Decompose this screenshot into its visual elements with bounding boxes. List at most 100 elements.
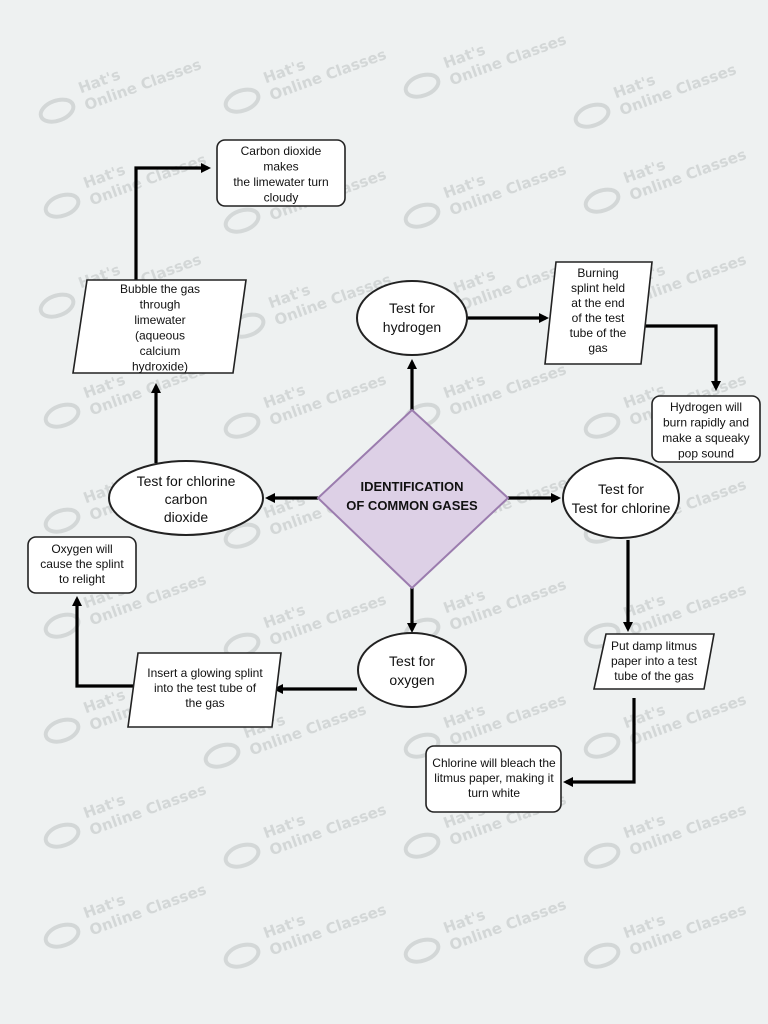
label-line: OF COMMON GASES	[346, 498, 478, 513]
label-line: to relight	[59, 572, 106, 586]
label-line: of the test	[572, 311, 625, 325]
watermark-logo-icon	[43, 822, 81, 849]
label-line: oxygen	[389, 672, 434, 688]
arrow-splint-to-hydrogen-result	[644, 324, 721, 391]
damp-litmus-node	[593, 633, 715, 690]
label-line: Test for	[389, 300, 435, 316]
arrow-litmus-to-chlorine-result	[563, 698, 636, 787]
label-line: Hydrogen will	[670, 400, 742, 414]
label-line: makes	[263, 160, 298, 174]
watermark-logo-icon	[223, 412, 261, 439]
watermark-logo-icon	[403, 937, 441, 964]
watermark-logo-icon	[403, 72, 441, 99]
center-diamond	[316, 408, 510, 590]
label-line: limewater	[134, 313, 185, 327]
watermark-logo-icon	[43, 507, 81, 534]
watermark-logo-icon	[223, 942, 261, 969]
label-line: dioxide	[164, 509, 209, 525]
watermark-logo-icon	[38, 292, 76, 319]
label-line: tube of the	[570, 326, 627, 340]
label-line: Oxygen will	[51, 542, 112, 556]
connectors	[72, 163, 721, 787]
label-line: splint held	[571, 281, 625, 295]
watermark-logo-icon	[583, 842, 621, 869]
watermark-logo-icon	[573, 102, 611, 129]
arrow-bubble-to-co2-result	[134, 163, 211, 280]
label-line: Chlorine will bleach the	[432, 756, 556, 770]
watermark-logo-icon	[583, 732, 621, 759]
watermark-logo-icon	[203, 742, 241, 769]
label-line: Burning	[577, 266, 618, 280]
label-line: Put damp litmus	[611, 639, 697, 653]
label-line: IDENTIFICATION	[360, 479, 463, 494]
label-line: cloudy	[264, 191, 299, 205]
label-line: hydroxide)	[132, 360, 188, 374]
label-line: the gas	[185, 696, 224, 710]
oxygen-result-node	[27, 536, 137, 594]
label-line: into the test tube of	[154, 681, 257, 695]
label-line: (aqueous	[135, 329, 185, 343]
watermark-logo-icon	[43, 192, 81, 219]
label-line: Carbon dioxide	[241, 144, 322, 158]
label-line: carbon	[165, 491, 208, 507]
label-line: turn white	[468, 786, 520, 800]
burning-splint-node	[544, 261, 653, 365]
label-line: calcium	[140, 344, 181, 358]
watermark-logo-icon	[43, 402, 81, 429]
label-line: hydrogen	[383, 319, 441, 335]
watermark-logo-icon	[223, 522, 261, 549]
watermark-logo-icon	[43, 717, 81, 744]
test-co2-node	[108, 460, 264, 536]
watermark-logo-icon	[583, 942, 621, 969]
watermark-logo-icon	[223, 87, 261, 114]
bubble-gas-node	[72, 279, 247, 374]
hydrogen-result-node	[651, 395, 761, 463]
label-line: paper into a test	[611, 654, 698, 668]
watermark-logo-icon	[43, 922, 81, 949]
test-oxygen-label: Test for oxygen	[389, 653, 435, 688]
label-line: through	[140, 298, 181, 312]
watermark-logo-icon	[583, 187, 621, 214]
label-line: tube of the gas	[614, 669, 693, 683]
label-line: Test for	[389, 653, 435, 669]
watermark-logo-icon	[38, 97, 76, 124]
test-hydrogen-label: Test for hydrogen	[383, 300, 441, 335]
test-oxygen-node	[357, 632, 467, 708]
label-line: Test for	[598, 481, 644, 497]
watermark-logo-icon	[583, 412, 621, 439]
watermark-logo-icon	[223, 842, 261, 869]
test-chlorine-node	[562, 457, 680, 539]
watermark-logo-icon	[223, 207, 261, 234]
label-line: Test for chlorine	[137, 473, 236, 489]
label-line: burn rapidly and	[663, 416, 749, 430]
co2-result-node	[216, 139, 346, 207]
arrow-glowing-splint-to-oxygen-result	[72, 596, 136, 688]
label-line: the limewater turn	[233, 175, 328, 189]
test-hydrogen-node	[356, 280, 468, 356]
